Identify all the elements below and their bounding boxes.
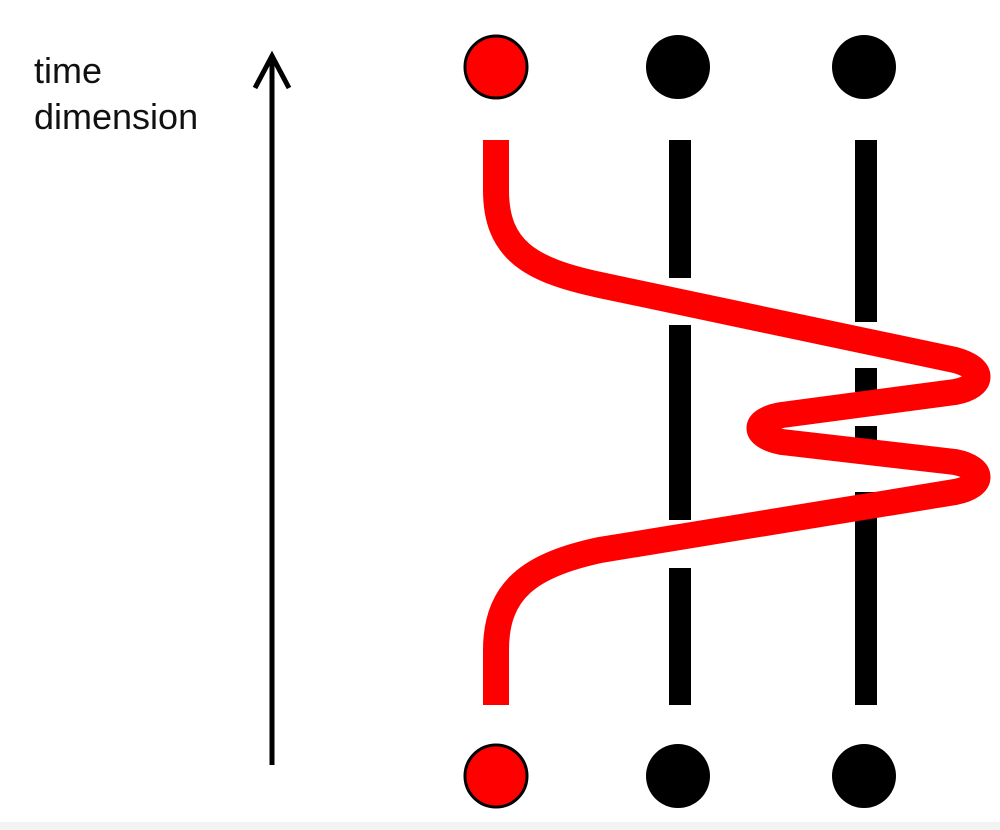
time-axis-arrowhead	[252, 50, 292, 90]
top-endpoints	[463, 34, 896, 100]
time-axis-arrow	[252, 50, 292, 765]
time-axis-label-line1: time	[34, 50, 103, 91]
strand-highlight	[483, 140, 991, 705]
time-axis-label: time dimension	[34, 48, 198, 140]
time-axis-label-line2: dimension	[34, 96, 199, 137]
endpoint-bottom-right	[832, 744, 896, 808]
bottom-endpoints	[463, 743, 896, 809]
endpoint-top-middle	[646, 35, 710, 99]
endpoint-bottom-highlight	[463, 743, 529, 809]
bottom-border-strip	[0, 822, 1000, 830]
endpoint-bottom-middle	[646, 744, 710, 808]
endpoint-top-right	[832, 35, 896, 99]
endpoint-top-highlight	[463, 34, 529, 100]
